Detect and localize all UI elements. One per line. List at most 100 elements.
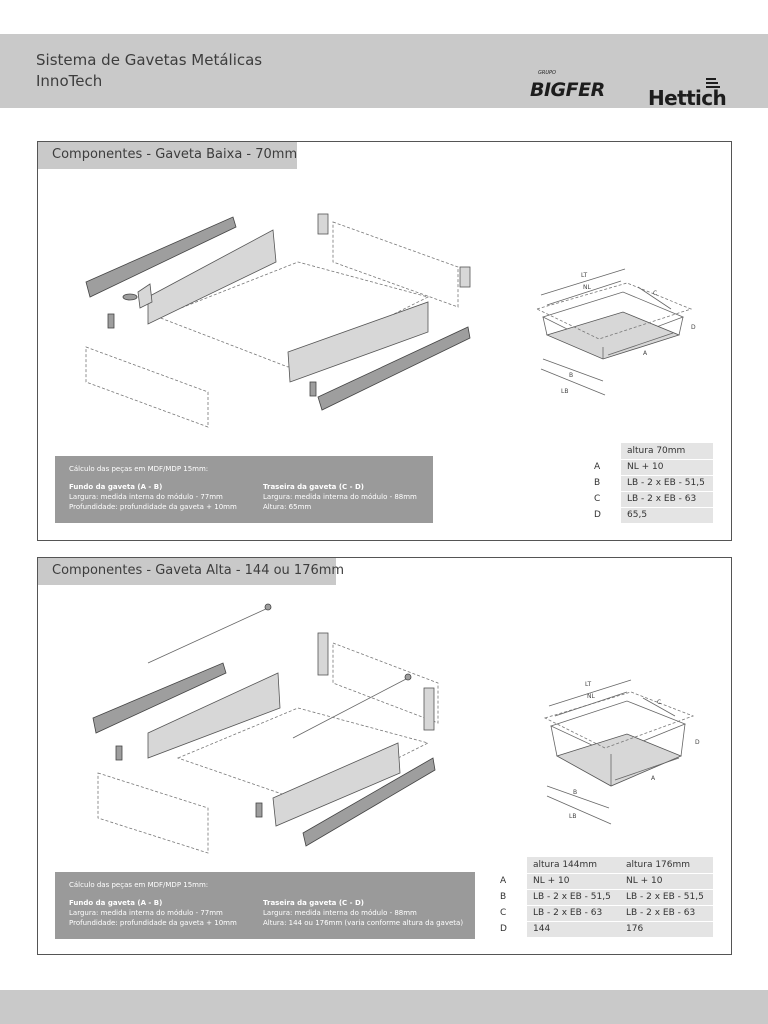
left-rail [92,662,227,734]
back-bracket-left [317,632,329,676]
calc-back-width: Largura: medida interna do módulo - 88mm [263,909,417,917]
row-value: LB - 2 x EB - 51,5 [620,889,713,906]
right-rail [317,326,471,411]
row-key: D [494,921,527,938]
row-value: NL + 10 [527,873,620,890]
table-header-row: altura 70mm [588,443,713,460]
dim-b-label: B [573,789,577,796]
back-bracket-right [459,266,471,288]
table-header-row: altura 144mm altura 176mm [494,857,713,874]
dim-a-label: A [643,350,648,357]
right-side-profile [272,742,401,827]
table-row: D 144 176 [494,921,713,938]
spec-table: altura 70mm A NL + 10 B LB - 2 x EB - 51… [588,443,713,524]
dim-d-label: D [691,324,696,331]
bigfer-logo-small-text: GRUPO [538,70,556,76]
calculation-box: Cálculo das peças em MDF/MDP 15mm: Fundo… [55,456,433,523]
low-drawer-exploded-illustration [85,213,471,428]
back-bracket-left [317,213,329,235]
table-row: C LB - 2 x EB - 63 LB - 2 x EB - 63 [494,905,713,922]
calc-back-title: Traseira da gaveta (C - D) [263,483,364,491]
calculation-box: Cálculo das peças em MDF/MDP 15mm: Fundo… [55,872,475,939]
row-value: LB - 2 x EB - 51,5 [527,889,620,906]
table-header-cell: altura 144mm [527,857,620,874]
bigfer-logo: GRUPO BIGFER [530,70,605,101]
row-key: A [588,459,621,476]
panel-title: Componentes - Gaveta Baixa - 70mm [38,142,297,169]
row-key: D [588,507,621,524]
back-panel-outline [332,221,459,308]
table-row: B LB - 2 x EB - 51,5 LB - 2 x EB - 51,5 [494,889,713,906]
calc-back-height: Altura: 65mm [263,503,312,511]
bottom-panel-outline [176,707,430,804]
dim-lt-label: LT [581,272,588,279]
bottom-panel-outline [156,261,430,368]
calc-intro: Cálculo das peças em MDF/MDP 15mm: [69,881,209,889]
row-value: LB - 2 x EB - 51,5 [621,475,713,492]
table-row: A NL + 10 [588,459,713,476]
dim-a-label: A [651,775,656,782]
rod-end-cap [264,603,272,611]
panel-high-drawer: Componentes - Gaveta Alta - 144 ou 176mm [37,557,732,955]
calc-intro: Cálculo das peças em MDF/MDP 15mm: [69,465,209,473]
dim-nl-label: NL [587,693,595,700]
calc-bottom-depth: Profundidade: profundidade da gaveta + 1… [69,919,237,927]
high-drawer-exploded-illustration [92,603,439,854]
front-clip-left [115,745,123,761]
hettich-logo-text: Hettich [648,86,726,110]
page-footer [0,990,768,1024]
front-clip-right [255,802,263,818]
rail-stopper [122,293,138,301]
table-row: A NL + 10 NL + 10 [494,873,713,890]
dim-lt-label: LT [585,681,592,688]
dim-nl-label: NL [583,284,591,291]
side-gallery-rod [292,677,409,739]
row-value: NL + 10 [621,459,713,476]
row-key: B [588,475,621,492]
table-row: D 65,5 [588,507,713,524]
top-gallery-rod [147,607,269,664]
dim-d-label: D [695,739,700,746]
table-header-blank [588,443,621,460]
row-value: 144 [527,921,620,938]
row-value: 176 [620,921,713,938]
row-value: LB - 2 x EB - 63 [620,905,713,922]
calc-bottom-column: Fundo da gaveta (A - B) Largura: medida … [69,898,237,928]
page-header: Sistema de Gavetas Metálicas InnoTech GR… [0,34,768,110]
left-side-profile [147,672,281,759]
row-key: B [494,889,527,906]
front-panel-outline [85,346,209,428]
row-value: LB - 2 x EB - 63 [621,491,713,508]
hettich-logo-mark [706,78,720,88]
high-drawer-dimension-drawing: LT NL C D A B LB [543,679,700,825]
table-row: C LB - 2 x EB - 63 [588,491,713,508]
left-rail [85,216,237,298]
calc-bottom-width: Largura: medida interna do módulo - 77mm [69,493,223,501]
row-value: NL + 10 [620,873,713,890]
calc-back-column: Traseira da gaveta (C - D) Largura: medi… [263,898,463,928]
left-front-bracket [137,283,153,309]
left-side-profile [147,229,277,325]
right-rail [302,757,436,847]
row-value: LB - 2 x EB - 63 [527,905,620,922]
table-header-cell: altura 176mm [620,857,713,874]
header-subtitle: InnoTech [36,72,103,90]
rod-end-cap-2 [404,673,412,681]
hettich-logo: Hettich [648,78,727,110]
calc-bottom-title: Fundo da gaveta (A - B) [69,899,163,907]
drawer-bottom [555,733,683,787]
calc-bottom-column: Fundo da gaveta (A - B) Largura: medida … [69,482,237,512]
low-drawer-dimension-drawing: LT NL C D A B LB [535,268,696,396]
panel-title: Componentes - Gaveta Alta - 144 ou 176mm [38,558,344,585]
dim-c-label: C [657,699,661,706]
calc-bottom-width: Largura: medida interna do módulo - 77mm [69,909,223,917]
bigfer-logo-text: BIGFER [530,79,605,101]
row-key: C [588,491,621,508]
table-header-cell: altura 70mm [621,443,713,460]
calc-back-column: Traseira da gaveta (C - D) Largura: medi… [263,482,417,512]
table-row: B LB - 2 x EB - 51,5 [588,475,713,492]
calc-back-title: Traseira da gaveta (C - D) [263,899,364,907]
right-side-profile [287,301,429,383]
cabinet-outline [535,282,693,340]
calc-bottom-depth: Profundidade: profundidade da gaveta + 1… [69,503,237,511]
